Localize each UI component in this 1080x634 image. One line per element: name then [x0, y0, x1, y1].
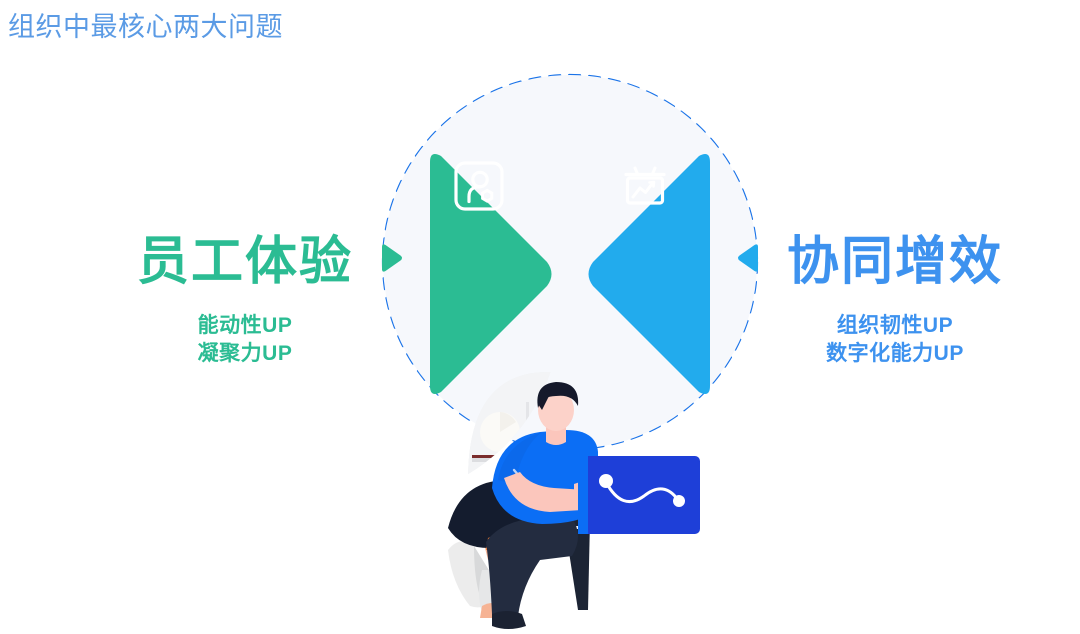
left-pillar-point-2: 凝聚力UP	[197, 342, 293, 366]
person-sitting-with-tablet-illustration	[448, 372, 700, 629]
left-triangle-shape	[430, 154, 552, 394]
right-pillar: 协同增效 组织韧性UP 数字化能力UP	[760, 234, 1030, 368]
left-pillar-points: 能动性UP 凝聚力UP	[110, 312, 380, 368]
page-title: 组织中最核心两大问题	[8, 12, 283, 42]
arrow-left-triangle	[738, 244, 758, 272]
right-pillar-points: 组织韧性UP 数字化能力UP	[760, 312, 1030, 368]
right-pillar-point-1: 组织韧性UP	[836, 314, 954, 338]
right-triangle-shape	[588, 154, 710, 394]
arrow-right-triangle	[382, 244, 402, 272]
user-profile-card-icon	[454, 161, 504, 211]
tablet-screen	[582, 456, 700, 534]
right-pillar-heading: 协同增效	[786, 233, 1003, 291]
left-pillar: 员工体验 能动性UP 凝聚力UP	[110, 234, 380, 368]
left-pillar-point-1: 能动性UP	[197, 314, 293, 338]
chart-board-icon	[624, 166, 666, 205]
right-pillar-point-2: 数字化能力UP	[826, 342, 964, 366]
center-graphic	[370, 62, 770, 462]
left-pillar-heading: 员工体验	[136, 233, 353, 291]
